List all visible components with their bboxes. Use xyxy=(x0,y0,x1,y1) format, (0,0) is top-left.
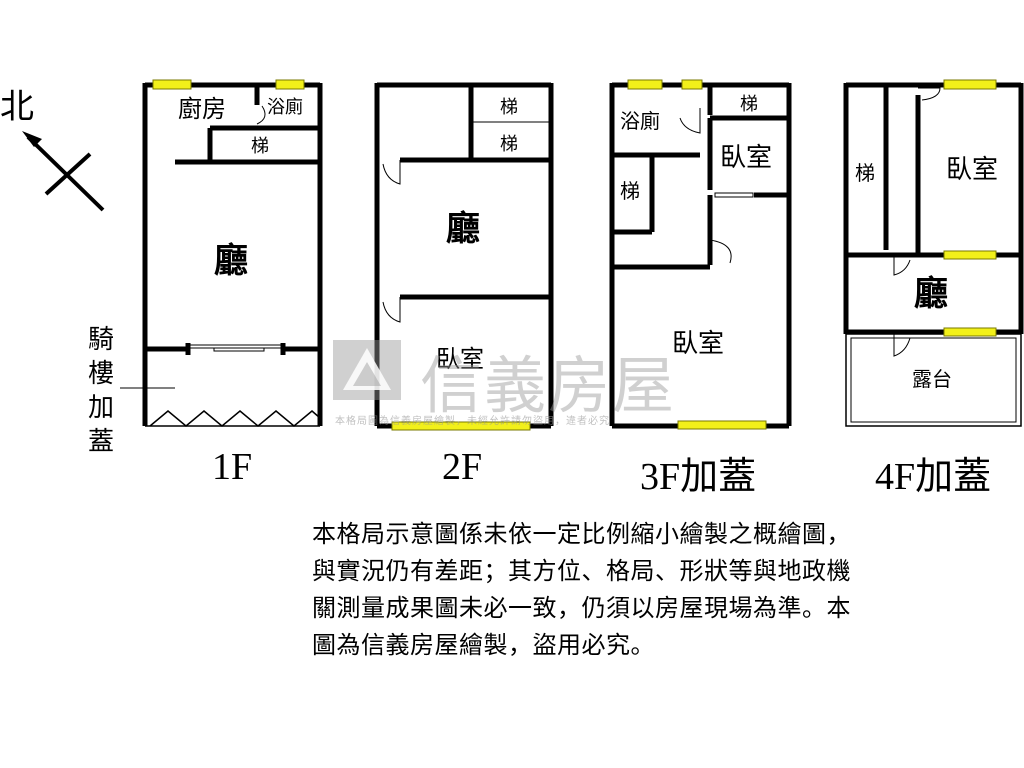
room-bedroom: 臥室 xyxy=(436,345,484,373)
room-stairs: 梯 xyxy=(855,161,875,185)
floor-label-3f: 3F加蓋 xyxy=(640,456,757,498)
room-stairs-left: 梯 xyxy=(620,179,640,203)
room-bedroom: 臥室 xyxy=(946,155,998,185)
room-stairs: 梯 xyxy=(251,136,269,157)
arcade-char-3: 加 xyxy=(88,393,114,423)
watermark-brand: 信義房屋 xyxy=(420,349,677,422)
room-stairs-top: 梯 xyxy=(740,94,758,115)
north-label: 北 xyxy=(0,87,34,127)
room-balcony: 露台 xyxy=(912,367,952,391)
north-arrow-icon xyxy=(22,131,42,147)
room-living: 廳 xyxy=(914,274,948,314)
room-bedroom-small: 臥室 xyxy=(720,143,772,173)
disclaimer-text: 本格局示意圖係未依一定比例縮小繪製之概繪圖，與實況仍有差距；其方位、格局、形狀等… xyxy=(312,520,851,659)
room-bathroom: 浴廁 xyxy=(620,109,660,133)
room-living: 廳 xyxy=(446,209,480,249)
room-living: 廳 xyxy=(214,241,248,281)
compass: 北 xyxy=(0,87,105,212)
room-bathroom: 浴廁 xyxy=(267,96,303,118)
floor-1-plan: 廚房 浴廁 梯 廳 騎 樓 加 蓋 xyxy=(88,79,323,457)
arcade-char-4: 蓋 xyxy=(88,427,114,457)
floor-3-plan: 浴廁 梯 臥室 梯 臥室 xyxy=(609,79,792,430)
room-bedroom-large: 臥室 xyxy=(672,329,724,359)
watermark-subtitle: 本格局圖為信義房屋繪製，未經允許請勿盜用，違者必究 xyxy=(335,416,610,427)
room-stairs-top: 梯 xyxy=(500,97,518,118)
brand-logo-icon xyxy=(333,340,401,400)
floor-4-plan: 梯 臥室 廳 露台 xyxy=(843,79,1024,427)
arcade-char-1: 騎 xyxy=(88,325,114,355)
floor-label-4f: 4F加蓋 xyxy=(875,456,992,498)
arcade-char-2: 樓 xyxy=(88,359,114,389)
floor-label-2f: 2F xyxy=(442,446,483,488)
room-kitchen: 廚房 xyxy=(178,95,226,123)
floor-label-1f: 1F xyxy=(212,446,253,488)
room-stairs-bottom: 梯 xyxy=(500,134,518,155)
